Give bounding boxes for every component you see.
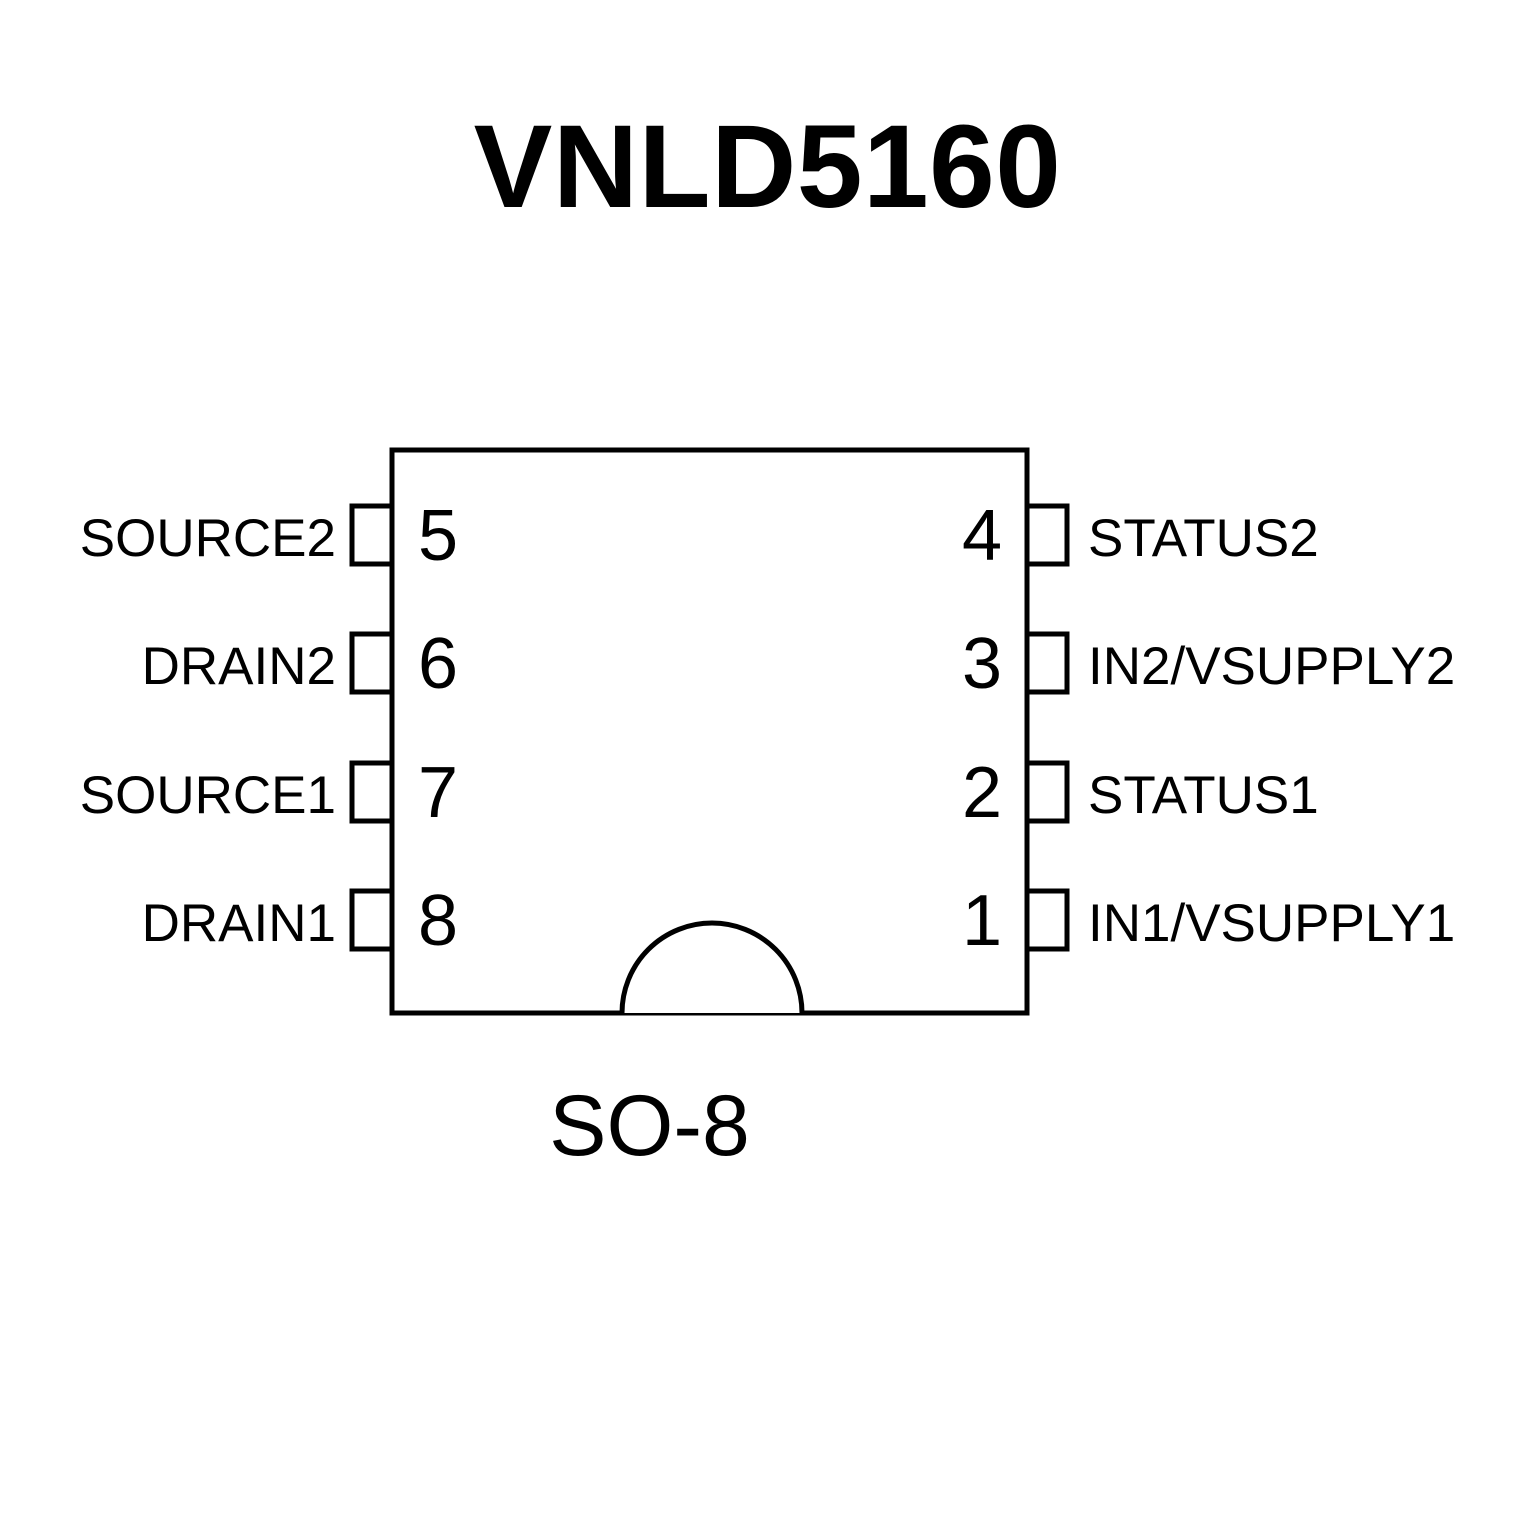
lead-pin-8 xyxy=(349,888,395,952)
pin-number-6: 6 xyxy=(418,624,459,704)
lead-pin-3 xyxy=(1024,631,1070,695)
pin-label-status2: STATUS2 xyxy=(1088,509,1319,568)
pin-label-status1: STATUS1 xyxy=(1088,766,1319,825)
pin-number-5: 5 xyxy=(418,496,459,576)
pin-number-8: 8 xyxy=(418,881,459,961)
page-title: VNLD5160 xyxy=(0,108,1535,226)
package-body-rect xyxy=(389,447,1030,1016)
pin-label-in2-vsupply2: IN2/VSUPPLY2 xyxy=(1088,637,1456,696)
lead-pin-4 xyxy=(1024,503,1070,567)
pin-label-drain2: DRAIN2 xyxy=(141,637,336,696)
pin-number-3: 3 xyxy=(961,624,1002,704)
lead-pin-5 xyxy=(349,503,395,567)
pin1-notch-icon xyxy=(619,920,805,1014)
pin-label-in1-vsupply1: IN1/VSUPPLY1 xyxy=(1088,894,1456,953)
pin-number-1: 1 xyxy=(961,881,1002,961)
pin-label-drain1: DRAIN1 xyxy=(141,894,336,953)
pin-number-4: 4 xyxy=(961,496,1002,576)
lead-pin-2 xyxy=(1024,760,1070,824)
package-type-caption: SO-8 xyxy=(549,1078,750,1174)
pin-number-2: 2 xyxy=(961,753,1002,833)
lead-pin-1 xyxy=(1024,888,1070,952)
pin-label-source1: SOURCE1 xyxy=(79,766,336,825)
lead-pin-7 xyxy=(349,760,395,824)
lead-pin-6 xyxy=(349,631,395,695)
part-number-text: VNLD5160 xyxy=(473,101,1062,233)
pin-number-7: 7 xyxy=(418,753,459,833)
pin-label-source2: SOURCE2 xyxy=(79,509,336,568)
